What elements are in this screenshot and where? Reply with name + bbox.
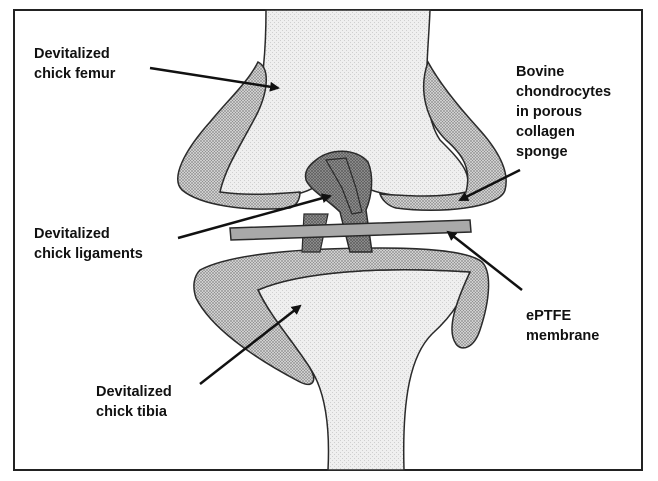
label-ligaments-line2: chick ligaments: [34, 246, 143, 262]
label-tibia-line1: Devitalized: [96, 384, 172, 400]
label-femur-line1: Devitalized: [34, 46, 110, 62]
label-tibia-line2: chick tibia: [96, 404, 168, 420]
label-ligaments-line1: Devitalized: [34, 226, 110, 242]
label-chondrocytes-line3: in porous: [516, 104, 582, 120]
label-femur-line2: chick femur: [34, 66, 116, 82]
label-chondrocytes-line5: sponge: [516, 144, 568, 160]
label-membrane-line1: ePTFE: [526, 308, 571, 324]
label-membrane-line2: membrane: [526, 328, 599, 344]
label-chondrocytes-line2: chondrocytes: [516, 84, 611, 100]
label-chondrocytes-line4: collagen: [516, 124, 575, 140]
label-chondrocytes-line1: Bovine: [516, 64, 564, 80]
